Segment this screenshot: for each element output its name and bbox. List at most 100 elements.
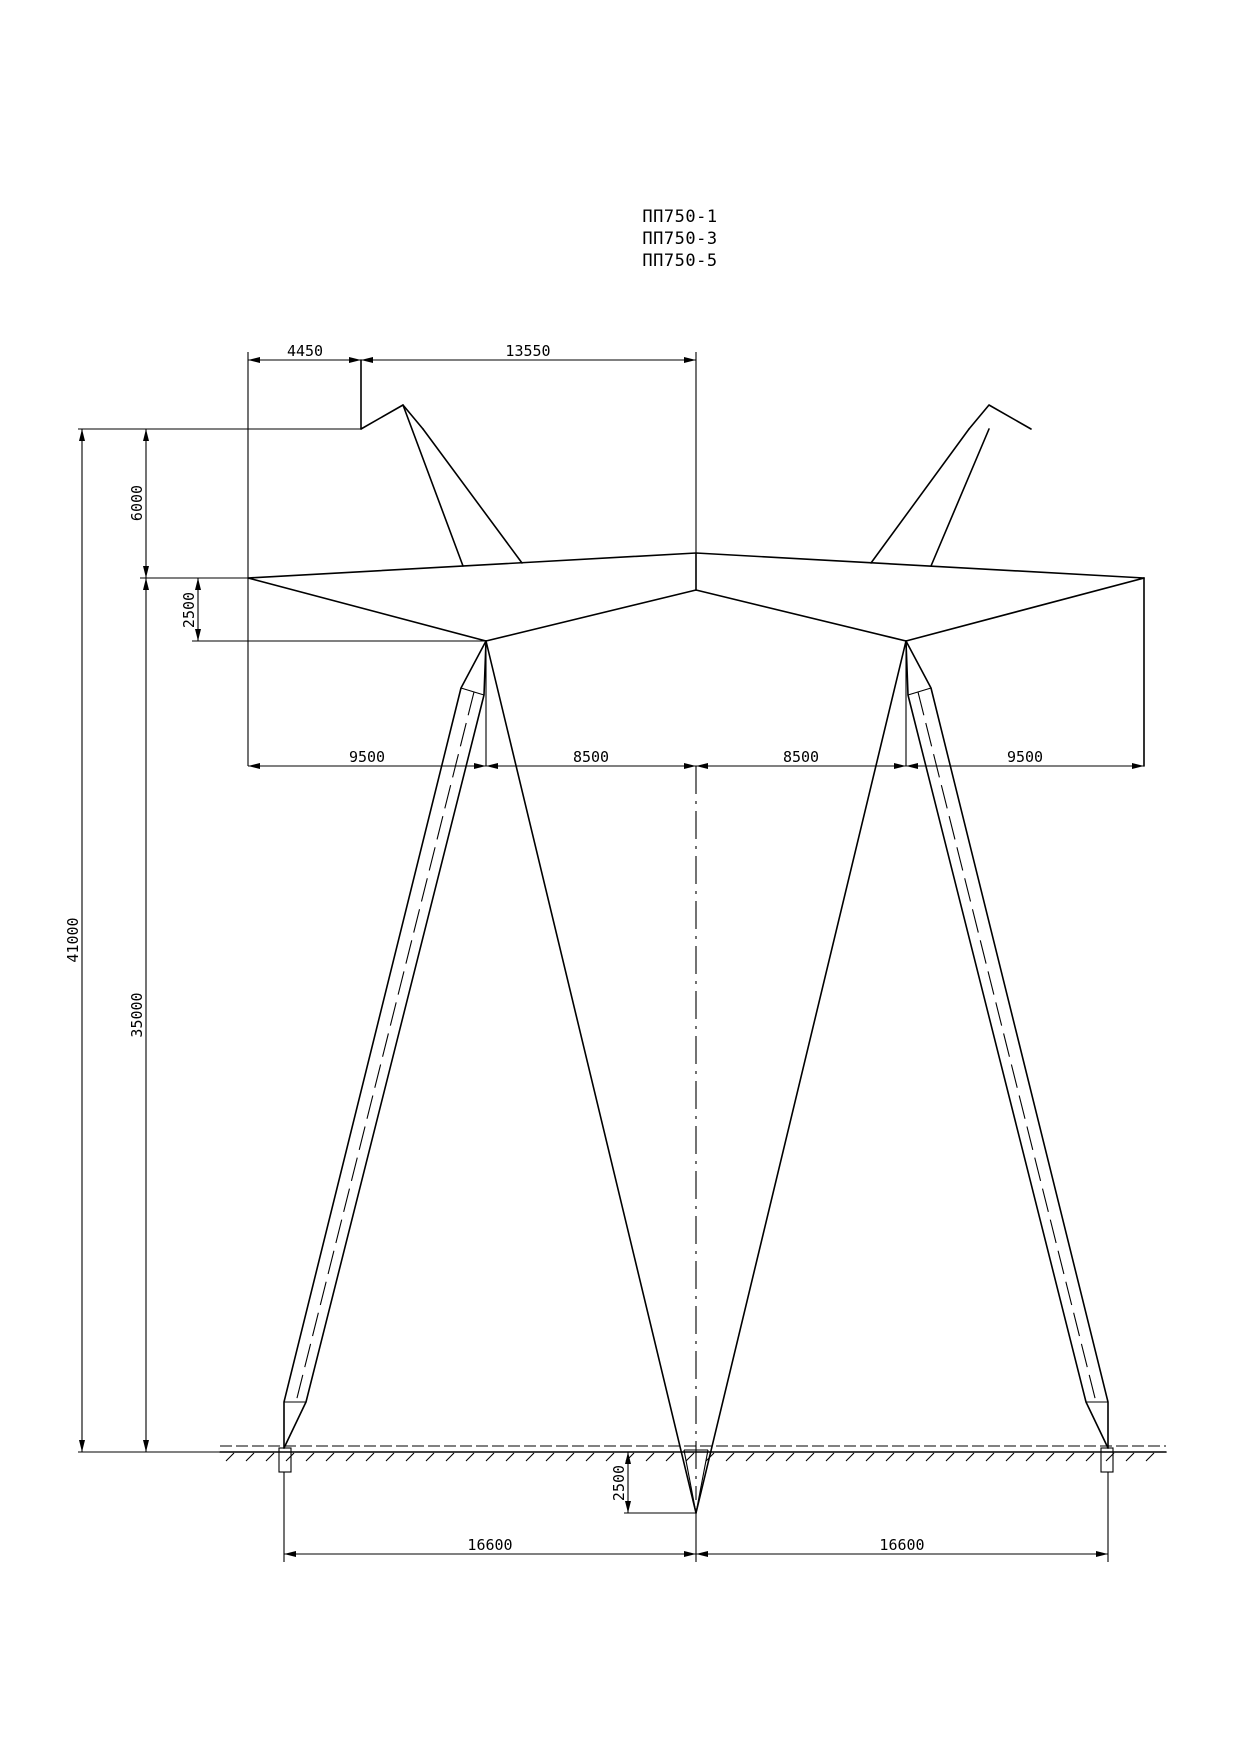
ground-hatch-mark bbox=[1125, 1452, 1135, 1462]
ground-hatch-mark bbox=[565, 1452, 575, 1462]
ground-hatch-mark bbox=[485, 1452, 495, 1462]
ground-hatch-mark bbox=[585, 1452, 595, 1462]
ground-hatch-mark bbox=[545, 1452, 555, 1462]
ground-hatch-mark bbox=[685, 1452, 695, 1462]
left-mast-foot bbox=[278, 1447, 292, 1473]
dim-base-half-left: 16600 bbox=[467, 1536, 512, 1554]
dim-foundation-depth: 2500 bbox=[610, 1465, 628, 1501]
stay-left bbox=[485, 640, 697, 1514]
dimension-arrowhead bbox=[625, 1452, 631, 1464]
ground-hatch-mark bbox=[725, 1452, 735, 1462]
dimension-arrowhead bbox=[696, 1551, 708, 1557]
right-mast-axis bbox=[917, 691, 1097, 1403]
ground-hatch-mark bbox=[925, 1452, 935, 1462]
dimension-arrowhead bbox=[696, 763, 708, 769]
dimension-arrowhead bbox=[79, 429, 85, 441]
dim-span-outer-right: 9500 bbox=[1007, 748, 1043, 766]
ground-wire-peak-right bbox=[968, 404, 1032, 430]
dim-crossarm-sag: 2500 bbox=[180, 592, 198, 628]
ground-hatch-mark bbox=[385, 1452, 395, 1462]
dimension-labels: 4450 13550 9500 8500 8500 9500 16600 166… bbox=[64, 342, 1043, 1554]
ground-hatch-mark bbox=[1065, 1452, 1075, 1462]
ground-hatch-mark bbox=[665, 1452, 675, 1462]
dimension-arrowhead bbox=[474, 763, 486, 769]
ground-hatch-mark bbox=[905, 1452, 915, 1462]
dimension-arrowhead bbox=[284, 1551, 296, 1557]
ground-hatch-mark bbox=[805, 1452, 815, 1462]
ground-hatch-mark bbox=[1105, 1452, 1115, 1462]
dimension-arrowhead bbox=[143, 1440, 149, 1452]
ground-hatch-mark bbox=[405, 1452, 415, 1462]
dimension-arrowhead bbox=[625, 1501, 631, 1513]
dim-mast-height: 35000 bbox=[128, 992, 146, 1037]
dim-top-left-offset: 4450 bbox=[287, 342, 323, 360]
dimension-arrowhead bbox=[684, 763, 696, 769]
dimension-arrowhead bbox=[349, 357, 361, 363]
ground-hatch-mark bbox=[945, 1452, 955, 1462]
ground-hatch-mark bbox=[285, 1452, 295, 1462]
ground-hatch-mark bbox=[865, 1452, 875, 1462]
ground-hatch-mark bbox=[645, 1452, 655, 1462]
dimension-arrowhead bbox=[684, 1551, 696, 1557]
dimension-arrowhead bbox=[143, 566, 149, 578]
ground-hatch-mark bbox=[305, 1452, 315, 1462]
ground-hatch-mark bbox=[705, 1452, 715, 1462]
ground-hatch-mark bbox=[885, 1452, 895, 1462]
title-line-2: ПП750-3 bbox=[642, 229, 718, 249]
title-line-3: ПП750-5 bbox=[642, 251, 718, 271]
ground-hatch-mark bbox=[1005, 1452, 1015, 1462]
ground-wire-peak-left bbox=[360, 404, 424, 430]
dimension-arrowhead bbox=[684, 357, 696, 363]
ground-hatch-mark bbox=[965, 1452, 975, 1462]
ground-hatch-mark bbox=[745, 1452, 755, 1462]
ground-hatch-mark bbox=[445, 1452, 455, 1462]
ground-hatch-mark bbox=[425, 1452, 435, 1462]
dimension-lines bbox=[78, 352, 1144, 1562]
ground-hatch-mark bbox=[1085, 1452, 1095, 1462]
dimension-arrowhead bbox=[361, 357, 373, 363]
dimension-arrowhead bbox=[1096, 1551, 1108, 1557]
dim-span-inner-left: 8500 bbox=[573, 748, 609, 766]
dim-top-half-width: 13550 bbox=[505, 342, 550, 360]
dim-span-inner-right: 8500 bbox=[783, 748, 819, 766]
dimension-arrowhead bbox=[143, 429, 149, 441]
dim-base-half-right: 16600 bbox=[879, 1536, 924, 1554]
dimension-arrowhead bbox=[1132, 763, 1144, 769]
peak-left-outer-strut bbox=[422, 428, 523, 564]
dimension-arrowhead bbox=[79, 1440, 85, 1452]
ground-hatch-mark bbox=[1145, 1452, 1155, 1462]
dimension-arrowhead bbox=[195, 578, 201, 590]
dim-span-outer-left: 9500 bbox=[349, 748, 385, 766]
ground-hatch-mark bbox=[845, 1452, 855, 1462]
ground-line bbox=[219, 1445, 1167, 1462]
left-mast-leg bbox=[278, 640, 487, 1473]
ground-hatch-mark bbox=[1025, 1452, 1035, 1462]
ground-hatch-mark bbox=[365, 1452, 375, 1462]
dimension-arrowhead bbox=[894, 763, 906, 769]
dimension-arrowhead bbox=[248, 763, 260, 769]
ground-hatch-mark bbox=[265, 1452, 275, 1462]
left-mast-axis bbox=[295, 691, 475, 1403]
ground-hatch-mark bbox=[605, 1452, 615, 1462]
peak-right-inner-strut bbox=[930, 428, 990, 567]
dimension-arrowhead bbox=[486, 763, 498, 769]
crossarm-bottom-chord-left bbox=[247, 577, 697, 642]
dim-total-height: 41000 bbox=[64, 917, 82, 962]
ground-hatch-mark bbox=[985, 1452, 995, 1462]
title-line-1: ПП750-1 bbox=[642, 207, 718, 227]
ground-hatch-mark bbox=[785, 1452, 795, 1462]
peak-left-inner-strut bbox=[402, 404, 464, 567]
ground-hatch-mark bbox=[825, 1452, 835, 1462]
dimension-arrowhead bbox=[906, 763, 918, 769]
ground-hatch-mark bbox=[465, 1452, 475, 1462]
ground-hatch-mark bbox=[225, 1452, 235, 1462]
dimension-arrowhead bbox=[195, 629, 201, 641]
dimension-arrowhead bbox=[143, 578, 149, 590]
ground-hatch-mark bbox=[505, 1452, 515, 1462]
right-mast-leg bbox=[905, 640, 1114, 1473]
ground-hatch-mark bbox=[325, 1452, 335, 1462]
dim-arm-height: 6000 bbox=[128, 485, 146, 521]
ground-hatch-mark bbox=[345, 1452, 355, 1462]
crossarm-bottom-chord-right bbox=[695, 577, 1145, 642]
